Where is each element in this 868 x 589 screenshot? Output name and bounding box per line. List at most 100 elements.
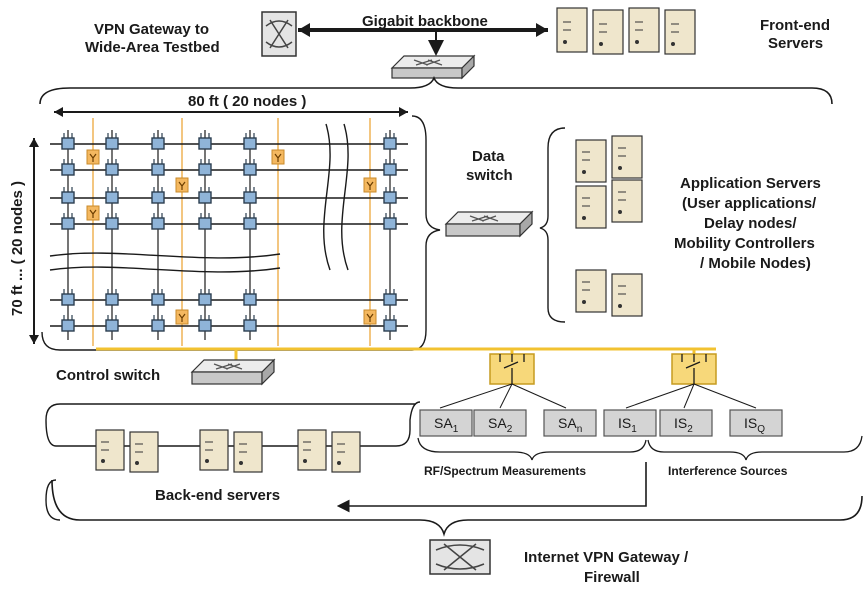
app-servers-label-line3: Delay nodes/	[704, 215, 797, 232]
rf-switch-is-icon	[625, 349, 757, 409]
interferer-icon	[175, 309, 189, 325]
radio-node-icon	[198, 217, 212, 230]
interferer-antenna	[366, 313, 374, 322]
frontend-label-line1: Front-end	[760, 17, 830, 34]
instrument-label: ISQ	[744, 415, 765, 435]
interferer-antenna	[178, 313, 186, 322]
radio-node-icon	[243, 319, 257, 332]
instrument-label: IS2	[674, 415, 693, 435]
instruments-row: SA1 SA2 SAn IS1 IS2 ISQ	[419, 409, 783, 437]
radio-node-icon	[61, 163, 75, 176]
vpn-gateway-top-icon	[261, 11, 297, 57]
internet-vpn-label-line2: Firewall	[584, 569, 640, 586]
radio-node-icon	[151, 137, 165, 150]
radio-node-icon	[383, 293, 397, 306]
instrument-box	[419, 409, 473, 437]
interferer-antenna	[89, 209, 97, 218]
radio-node-icon	[198, 137, 212, 150]
rf-switch-sa-icon	[439, 349, 567, 409]
backbone-arrow-right	[536, 23, 548, 37]
radio-node-icon	[105, 163, 119, 176]
interferer-antenna	[178, 181, 186, 190]
break-wave-line	[323, 123, 331, 271]
internet-vpn-gateway-icon	[429, 539, 491, 575]
vpn-gateway-label-line2: Wide-Area Testbed	[85, 39, 220, 56]
grid-height-label: 70 ft ... ( 20 nodes )	[9, 181, 26, 316]
radio-node-icon	[243, 163, 257, 176]
radio-node-icon	[105, 217, 119, 230]
interferer-antenna	[366, 181, 374, 190]
radio-node-icon	[151, 163, 165, 176]
break-wave-line	[49, 266, 281, 273]
control-switch-label: Control switch	[56, 367, 160, 384]
break-wave-line	[49, 252, 281, 259]
instrument-label: SA2	[488, 415, 513, 435]
is-brace	[647, 435, 863, 461]
radio-node-icon	[198, 319, 212, 332]
radio-node-icon	[61, 319, 75, 332]
radio-node-icon	[105, 137, 119, 150]
radio-node-icon	[151, 293, 165, 306]
backend-brace-left	[45, 479, 61, 521]
break-wave-line	[341, 123, 349, 271]
app-servers-label-line1: Application Servers	[680, 175, 821, 192]
radio-node-icon	[151, 217, 165, 230]
instrument-box	[473, 409, 527, 437]
radio-node-icon	[151, 319, 165, 332]
backbone-label: Gigabit backbone	[362, 13, 488, 30]
interferer-antenna	[89, 153, 97, 162]
application-servers-icon	[575, 135, 643, 317]
frontend-servers-icon	[556, 7, 696, 55]
radio-node-icon	[105, 319, 119, 332]
radio-node-icon	[383, 217, 397, 230]
instrument-box	[603, 409, 657, 437]
radio-node-icon	[61, 217, 75, 230]
top-brace	[39, 75, 833, 105]
bottom-brace	[51, 479, 863, 537]
grid-width-label: 80 ft ( 20 nodes )	[188, 93, 306, 110]
control-switch-icon	[190, 358, 276, 386]
data-switch-label-line2: switch	[466, 167, 513, 184]
radio-node-icon	[61, 191, 75, 204]
instrument-label: SAn	[558, 415, 582, 435]
instrument-box	[543, 409, 597, 437]
feedback-arrow	[336, 462, 647, 513]
app-servers-label-line4: Mobility Controllers	[674, 235, 815, 252]
instrument-box	[729, 409, 783, 437]
backend-servers-icon	[95, 429, 361, 473]
interferer-antenna	[274, 153, 282, 162]
radio-node-icon	[383, 191, 397, 204]
data-switch-label-line1: Data	[472, 148, 505, 165]
radio-node-icon	[383, 319, 397, 332]
radio-node-icon	[198, 293, 212, 306]
radio-node-icon	[383, 163, 397, 176]
data-switch-icon	[444, 210, 534, 238]
backend-servers-label: Back-end servers	[155, 487, 280, 504]
app-servers-brace	[539, 127, 566, 323]
radio-node-icon	[243, 217, 257, 230]
radio-node-icon	[61, 293, 75, 306]
internet-vpn-label-line1: Internet VPN Gateway /	[524, 549, 689, 566]
rf-measurements-label: RF/Spectrum Measurements	[424, 464, 586, 478]
radio-node-icon	[243, 191, 257, 204]
backbone-arrow-left	[298, 23, 310, 37]
interferer-icon	[175, 177, 189, 193]
radio-node-icon	[151, 191, 165, 204]
frontend-label-line2: Servers	[768, 35, 823, 52]
radio-node-icon	[105, 293, 119, 306]
vpn-gateway-label-line1: VPN Gateway to	[94, 21, 209, 38]
app-servers-label-line2: (User applications/	[682, 195, 817, 212]
instrument-label: SA1	[434, 415, 459, 435]
radio-node-icon	[243, 293, 257, 306]
node-grid	[49, 118, 408, 351]
radio-node-icon	[198, 191, 212, 204]
radio-node-icon	[243, 137, 257, 150]
instrument-label: IS1	[618, 415, 637, 435]
grid-brace	[41, 115, 441, 351]
instrument-box	[659, 409, 713, 437]
interference-sources-label: Interference Sources	[668, 464, 788, 478]
rf-brace	[417, 437, 647, 461]
radio-node-icon	[198, 163, 212, 176]
radio-node-icon	[105, 191, 119, 204]
